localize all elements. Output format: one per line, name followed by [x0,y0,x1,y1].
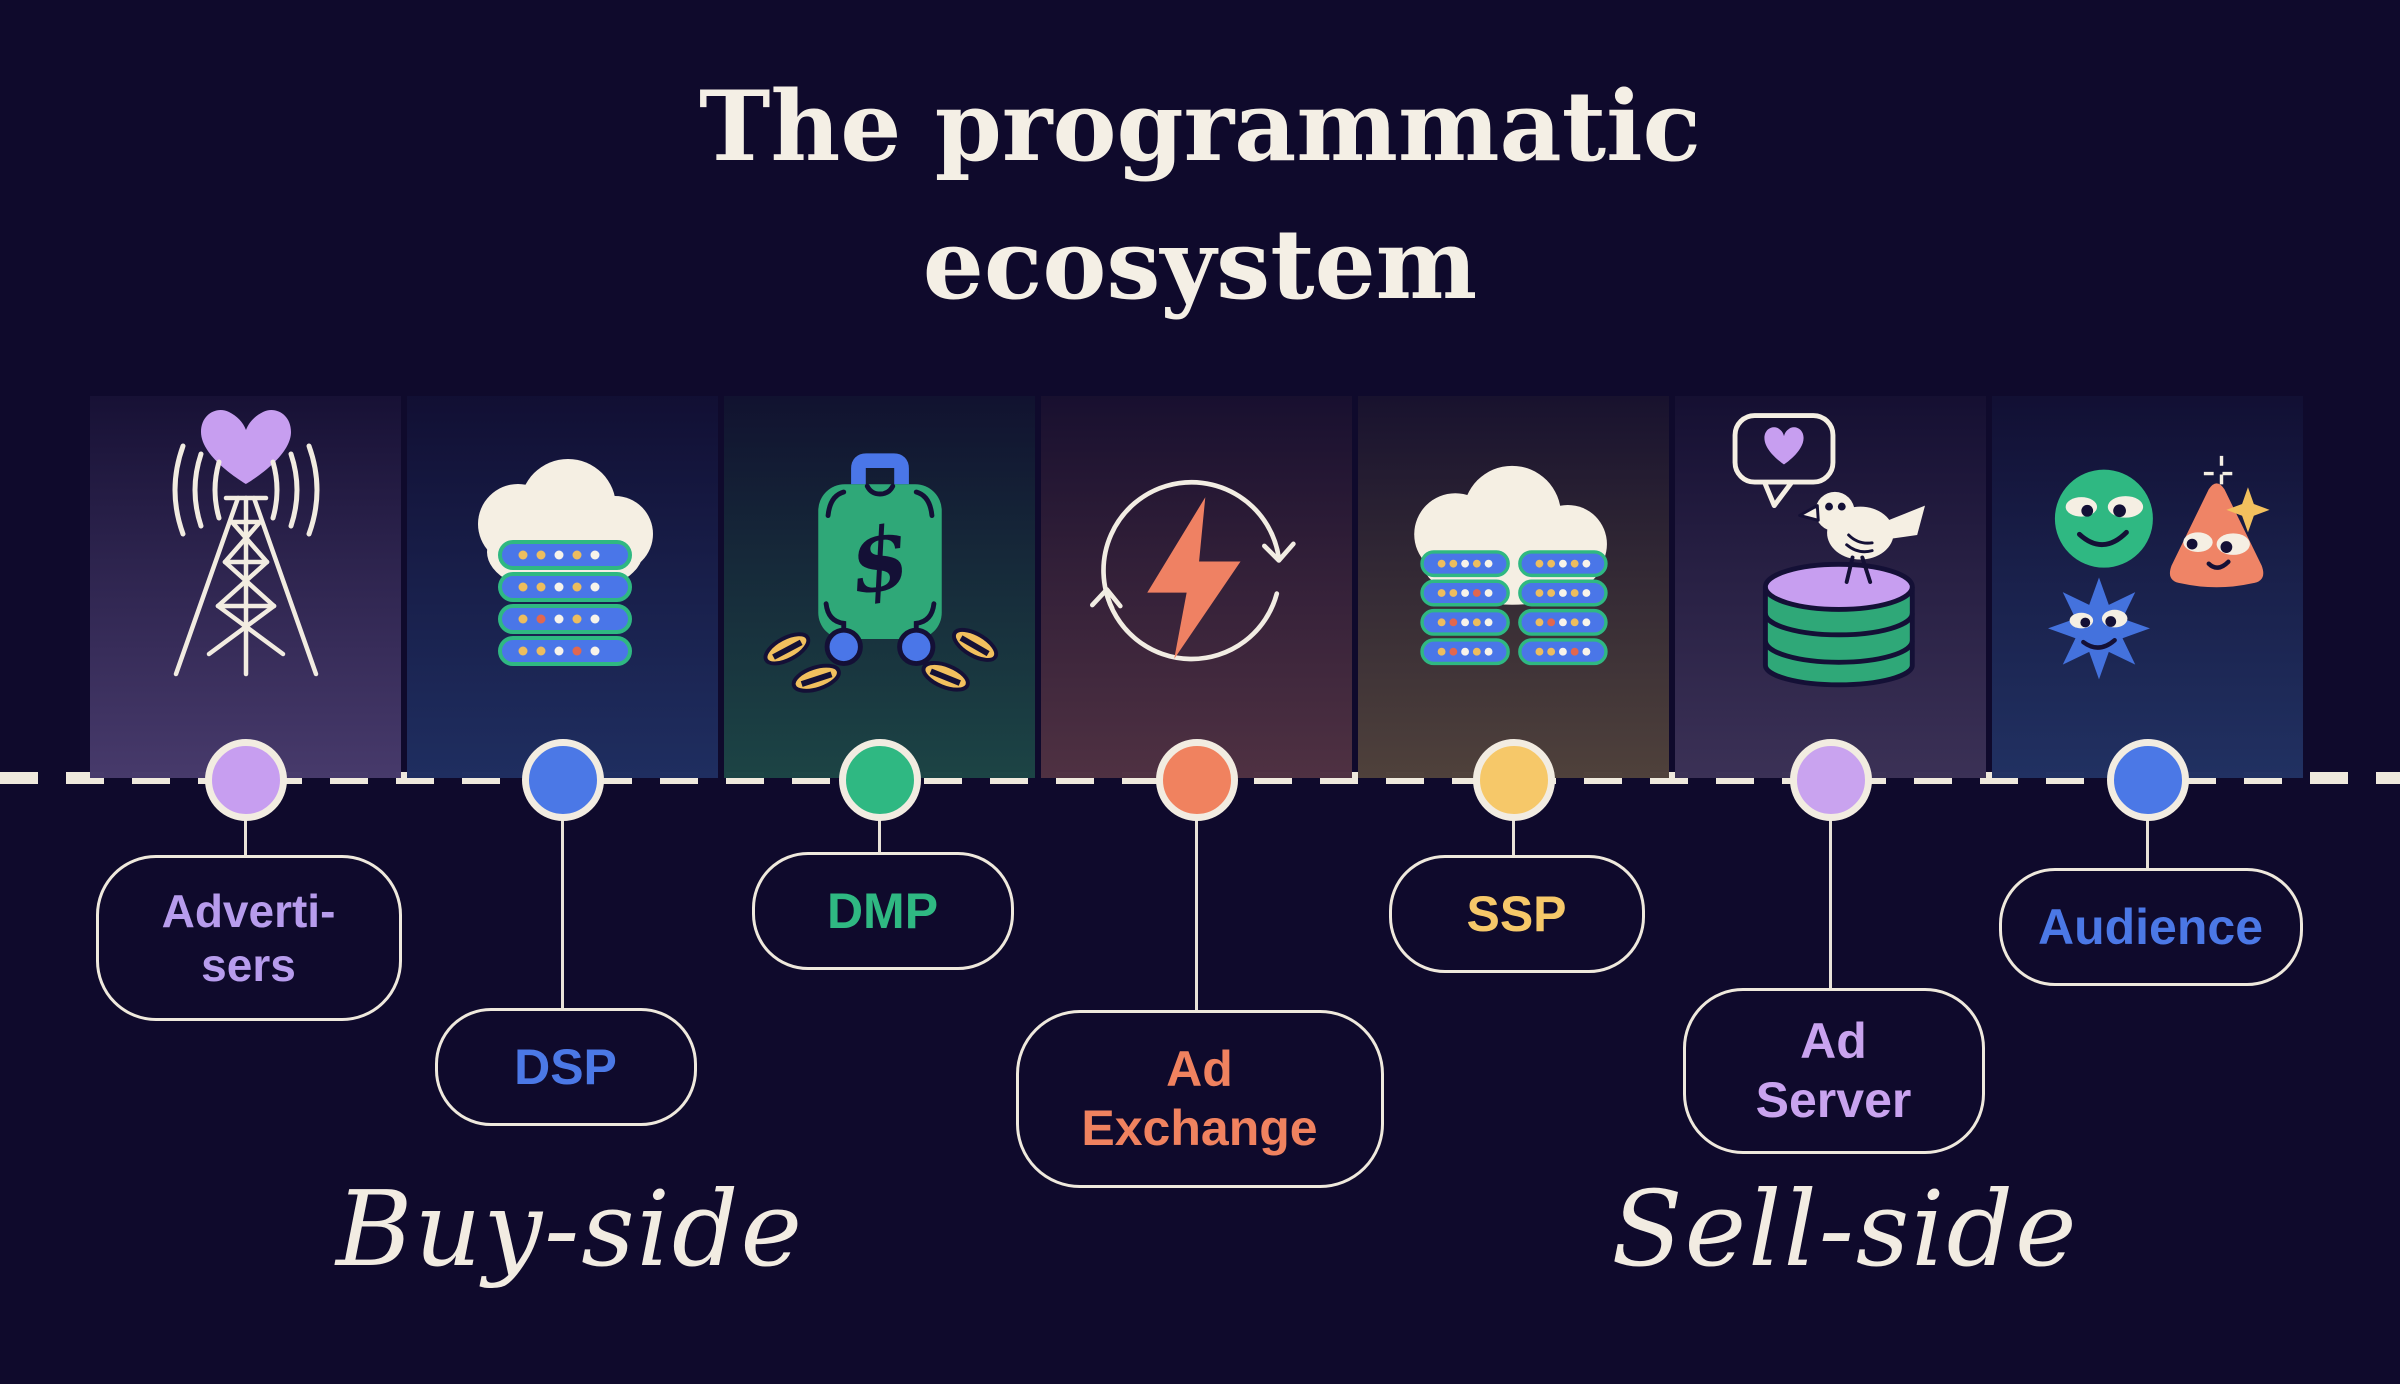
label-box-ad-exchange: Ad Exchange [1015,1010,1384,1188]
timeline-dot-ssp [1472,739,1555,821]
lightning-cycle-icon [1083,462,1311,695]
page-title-line2: ecosystem [922,208,1478,322]
timeline-dot-advertisers [204,739,287,821]
label-box-dmp: DMP [751,852,1014,970]
timeline-dot-dsp [521,739,604,821]
bird-on-database-icon [1713,405,1948,715]
panel-audience [1992,396,2303,778]
radio-tower-heart-icon [131,402,361,717]
column-dmp: $ DMP [724,0,1035,1384]
node-label-ad-exchange: Ad Exchange [1081,1041,1318,1156]
node-label-dsp: DSP [514,1038,617,1095]
connector-audience [2146,783,2149,868]
timeline-dot-dmp [838,739,921,821]
column-ssp: SSP [1358,0,1669,1384]
node-label-ad-server: Ad Server [1755,1013,1912,1128]
connector-dsp [561,783,564,1008]
connector-ad-server [1829,783,1832,988]
star-character [2047,577,2150,680]
node-label-ssp: SSP [1466,885,1567,942]
sparkle [2225,487,2270,533]
label-box-audience: Audience [1998,868,2303,986]
triangle-character [2169,483,2263,588]
column-audience: Audience [1992,0,2303,1384]
label-box-dsp: DSP [434,1008,697,1126]
node-label-dmp: DMP [826,882,939,939]
timeline-dot-audience [2106,739,2189,821]
node-label-advertisers: Adverti- sers [161,884,336,991]
plus-sparkle [2203,455,2239,492]
timeline-dot-ad-exchange [1155,739,1238,821]
buy-side-caption: Buy-side [335,1168,805,1290]
sell-side-caption: Sell-side [1611,1168,2079,1290]
column-dsp: DSP [407,0,718,1384]
cloud-double-server-stack-icon [1386,458,1641,688]
label-box-ad-server: Ad Server [1682,988,1985,1154]
cloud-server-stack-icon [443,452,683,687]
column-ad-exchange: Ad Exchange [1015,0,1384,1384]
column-advertisers: Adverti- sers [90,0,402,1384]
node-label-audience: Audience [2037,898,2264,955]
svg-text:$: $ [842,506,915,614]
label-box-advertisers: Adverti- sers [95,855,402,1021]
column-ad-server: Ad Server [1675,0,1986,1384]
circle-character [2054,469,2153,568]
label-box-ssp: SSP [1388,855,1645,973]
money-suitcase-coins-icon: $ [757,430,1002,710]
connector-ad-exchange [1195,783,1198,1010]
audience-characters-icon [2020,452,2275,702]
page-title: The programmatic ecosystem [0,58,2400,334]
page-title-line1: The programmatic [699,70,1701,183]
timeline-dot-ad-server [1789,739,1872,821]
